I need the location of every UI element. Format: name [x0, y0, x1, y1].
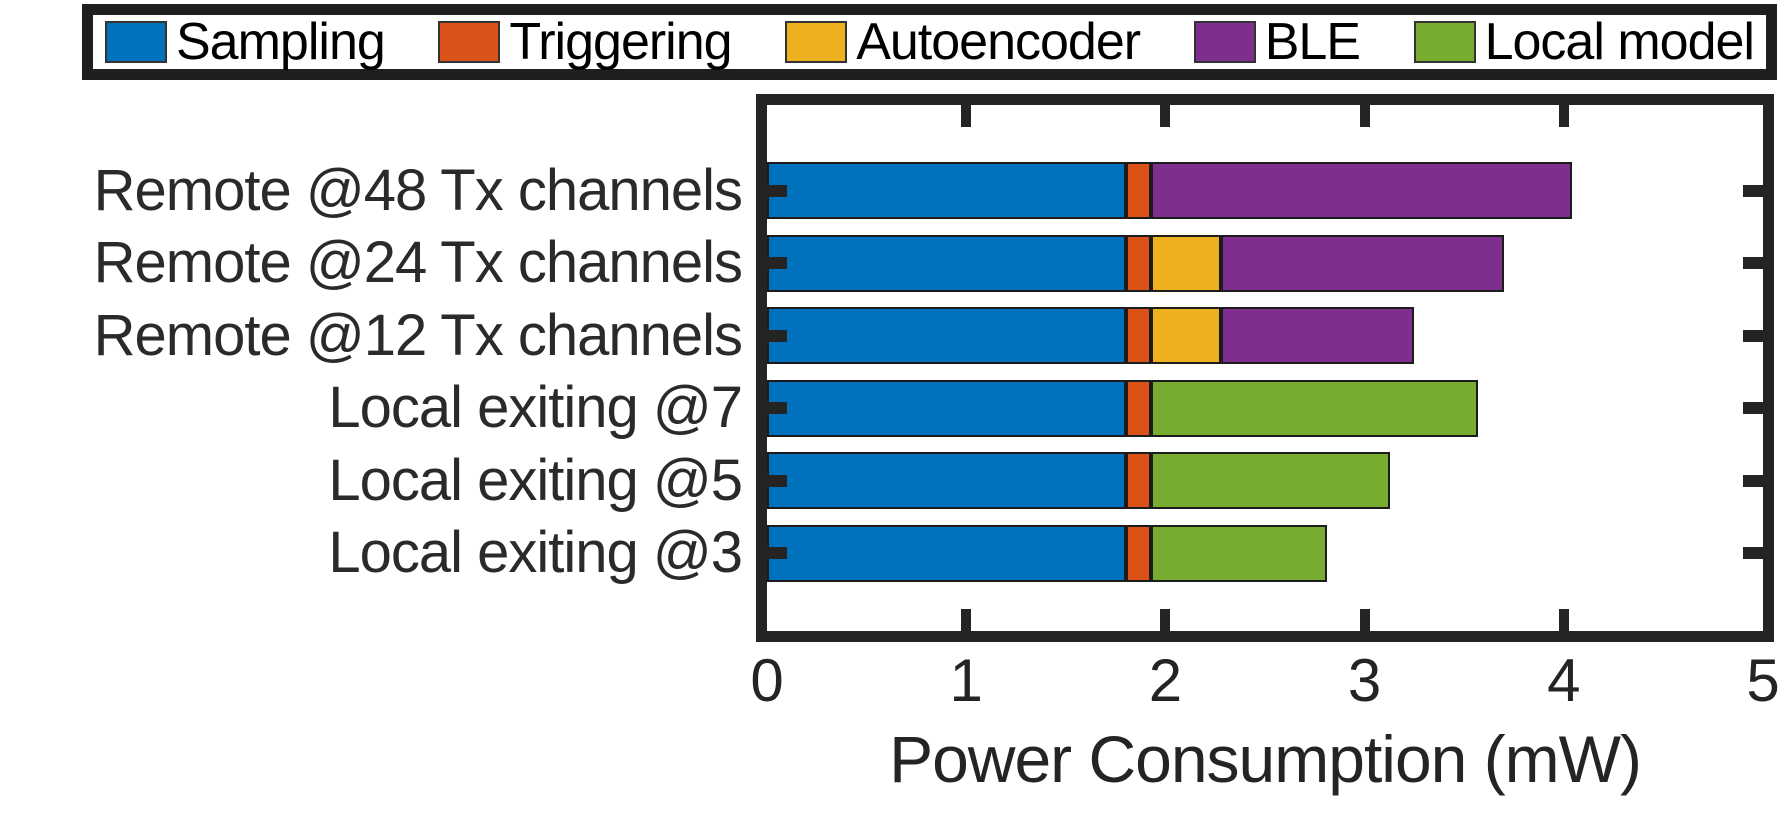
y-tick-mark [767, 547, 787, 559]
bar-segment-triggering [1125, 234, 1152, 292]
x-tick-mark [1359, 609, 1370, 631]
legend-swatch-icon [785, 21, 848, 63]
bar-segment-ble [1151, 162, 1572, 219]
y-axis-label: Local exiting @5 [328, 447, 743, 513]
y-tick-mark [767, 184, 787, 197]
x-tick-label: 4 [1547, 647, 1581, 714]
bar-segment-autoencoder [1151, 234, 1222, 292]
legend-label: BLE [1264, 13, 1361, 71]
bar-segment-local-model [1151, 524, 1327, 582]
legend-item-sampling: Sampling [105, 13, 386, 71]
legend-item-triggering: Triggering [438, 13, 733, 71]
bar-segment-sampling [767, 162, 1126, 219]
y-tick-mark [1743, 547, 1763, 559]
y-tick-mark [767, 329, 787, 342]
legend-swatch-icon [105, 21, 167, 63]
bar-row-2 [767, 234, 1763, 292]
plot-inner [767, 105, 1763, 631]
y-tick-mark [1743, 474, 1763, 487]
y-axis-label: Local exiting @3 [328, 520, 743, 585]
x-tick-mark [1359, 105, 1370, 127]
bar-segment-triggering [1125, 379, 1152, 437]
bar-segment-triggering [1125, 452, 1152, 509]
y-tick-mark [767, 257, 787, 269]
x-tick-label: 5 [1746, 647, 1780, 714]
bar-segment-local-model [1151, 379, 1479, 437]
bar-segment-sampling [767, 452, 1126, 509]
legend-label: Autoencoder [856, 13, 1141, 71]
y-axis-label: Local exiting @7 [328, 375, 743, 440]
bar-row-6 [767, 524, 1763, 582]
bar-segment-triggering [1125, 307, 1152, 364]
legend-swatch-icon [1413, 21, 1476, 63]
y-axis-label: Remote @12 Tx channels [93, 302, 743, 368]
bar-segment-autoencoder [1151, 307, 1222, 364]
chart-legend: Sampling Triggering Autoencoder BLE Local mo… [82, 4, 1777, 80]
plot-area [756, 94, 1774, 642]
y-axis-label: Remote @48 Tx channels [93, 157, 743, 223]
bar-segment-ble [1221, 234, 1505, 292]
legend-swatch-icon [1193, 21, 1256, 63]
y-tick-mark [1743, 184, 1763, 197]
bar-segment-sampling [767, 524, 1126, 582]
legend-item-local-model: Local model [1413, 13, 1755, 71]
x-tick-mark [1558, 105, 1569, 127]
legend-label: Sampling [176, 13, 386, 71]
y-tick-mark [767, 402, 787, 414]
x-tick-label: 0 [750, 647, 784, 714]
legend-label: Local model [1484, 13, 1755, 71]
x-tick-label: 1 [949, 647, 983, 714]
x-tick-label: 3 [1347, 647, 1382, 714]
legend-label: Triggering [509, 13, 732, 71]
bar-row-5 [767, 452, 1763, 509]
x-tick-mark [961, 105, 972, 127]
bar-segment-ble [1221, 307, 1415, 364]
x-tick-mark [1160, 609, 1171, 631]
y-tick-mark [1743, 402, 1763, 414]
bar-segment-sampling [767, 234, 1126, 292]
x-tick-mark [961, 609, 972, 631]
legend-item-autoencoder: Autoencoder [785, 13, 1141, 71]
bar-row-4 [767, 379, 1763, 437]
y-tick-mark [1743, 329, 1763, 342]
x-tick-label: 2 [1148, 647, 1183, 714]
y-axis-label: Remote @24 Tx channels [93, 230, 743, 295]
x-tick-mark [1558, 609, 1569, 631]
legend-swatch-icon [438, 21, 501, 63]
bar-segment-local-model [1151, 452, 1391, 509]
bar-segment-sampling [767, 379, 1126, 437]
x-tick-mark [1160, 105, 1171, 127]
x-axis-title: Power Consumption (mW) [889, 722, 1642, 796]
bar-segment-triggering [1125, 162, 1152, 219]
bar-segment-sampling [767, 307, 1126, 364]
bar-row-1 [767, 162, 1763, 219]
bar-segment-triggering [1125, 524, 1152, 582]
legend-item-ble: BLE [1193, 13, 1361, 71]
bar-row-3 [767, 307, 1763, 364]
y-tick-mark [1743, 257, 1763, 269]
y-tick-mark [767, 474, 787, 487]
